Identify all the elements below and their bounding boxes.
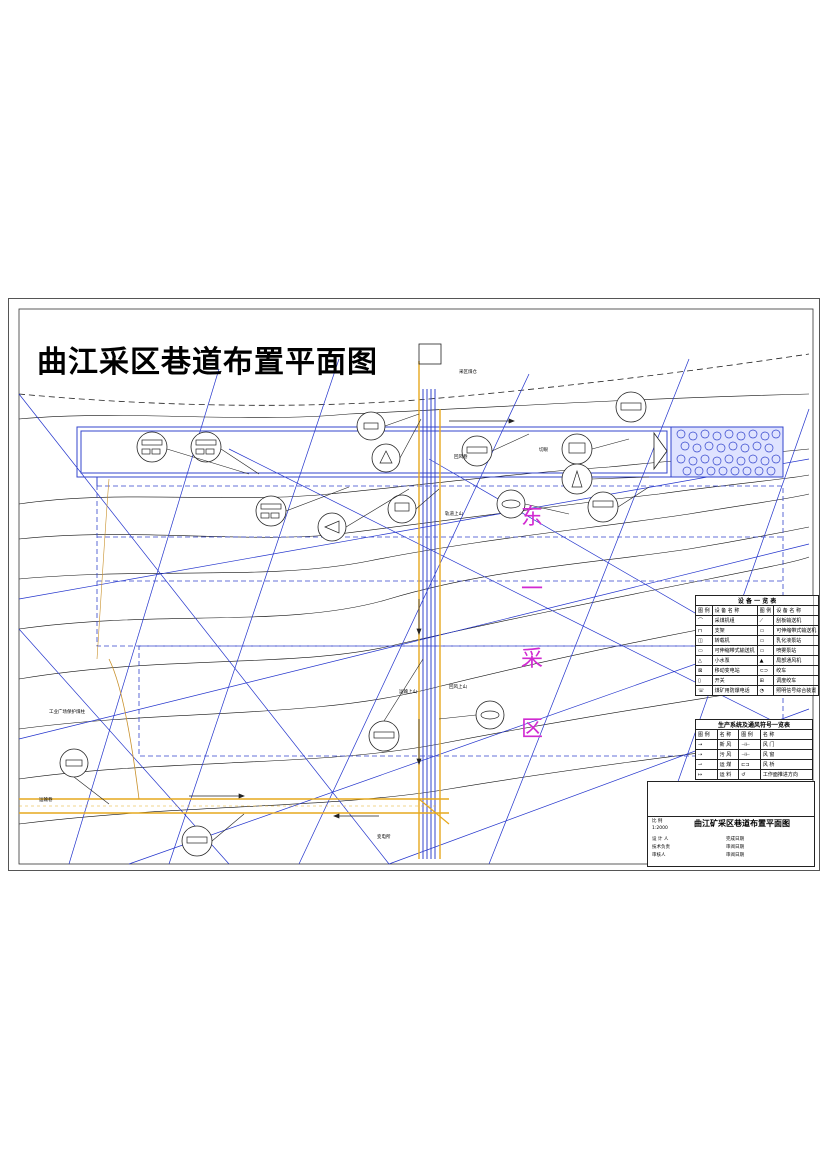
title-block-top <box>648 782 814 817</box>
title-block-review: 审核人 <box>652 853 666 858</box>
legend-header: 名 称 <box>759 729 814 740</box>
zone-label-char-1: 东 <box>521 505 544 530</box>
ventilation-legend: 生产系统及通风符号一览表 图 例 名 称 图 例 名 称 →新 风⊣⊢风 门 ⇢… <box>695 719 814 780</box>
legend-symbol: ▭ <box>756 625 775 636</box>
zone-label-char-2: 一 <box>521 577 544 602</box>
legend-name: 刮板输送机 <box>773 615 820 626</box>
title-block-tech: 技术负责 <box>652 845 670 850</box>
map-label-substation: 变电所 <box>377 835 391 840</box>
legend-symbol: ⊣⊢ <box>738 739 761 750</box>
drawing-sheet: 曲江采区巷道布置平面图 东 一 采 区 工业广场保护煤柱 采区煤仓 回风上山 运… <box>8 298 820 871</box>
legend-name: 风 桥 <box>759 759 814 770</box>
title-block-date-1: 完成日期 <box>726 837 744 842</box>
equipment-legend-title: 设 备 一 览 表 <box>694 595 820 606</box>
callout-leaders <box>73 413 650 842</box>
legend-name: 调度绞车 <box>773 675 820 686</box>
legend-symbol: ◔ <box>756 685 775 696</box>
legend-symbol: ▲ <box>756 655 775 666</box>
legend-name: 采煤机组 <box>711 615 758 626</box>
face-triangle <box>653 431 668 471</box>
map-label-coal-pillar: 工业广场保护煤柱 <box>49 710 85 715</box>
legend-header: 图 例 <box>756 605 775 616</box>
haulage-roadway <box>19 478 450 825</box>
title-block-designer: 设 计 人 <box>652 837 669 842</box>
legend-symbol: ▯ <box>695 675 713 686</box>
ventilation-legend-title: 生产系统及通风符号一览表 <box>695 719 813 730</box>
map-label-track-uphill: 轨道上山 <box>445 512 463 517</box>
legend-name: 风 窗 <box>759 749 814 760</box>
map-label-open-off: 切眼 <box>539 448 548 453</box>
legend-name: 可伸缩带式输送机 <box>711 645 758 656</box>
legend-symbol: △ <box>695 655 713 666</box>
legend-symbol: ↦ <box>695 769 718 780</box>
legend-symbol: ⇢ <box>695 749 718 760</box>
legend-name: 开关 <box>711 675 758 686</box>
legend-symbol: ◫ <box>695 635 713 646</box>
legend-header: 设 备 名 称 <box>773 605 820 616</box>
legend-symbol: ⌒ <box>695 615 713 626</box>
drawing-title: 曲江采区巷道布置平面图 <box>37 345 378 380</box>
legend-symbol: ▭ <box>756 635 775 646</box>
legend-symbol: ▭ <box>756 645 775 656</box>
equipment-callouts <box>59 391 647 857</box>
boundary-dashed-line <box>18 353 810 406</box>
legend-name: 局部通风机 <box>773 655 820 666</box>
title-block-date-2: 审阅日期 <box>726 845 744 850</box>
zone-label-char-4: 区 <box>521 717 544 742</box>
legend-name: 小水泵 <box>711 655 758 666</box>
legend-symbol: ▭ <box>695 645 713 656</box>
legend-name: 移动变电站 <box>711 665 758 676</box>
legend-name: 工作面推进方向 <box>759 769 814 780</box>
equipment-glyphs <box>65 402 642 844</box>
legend-symbol: ⊓ <box>695 625 713 636</box>
title-block: 曲江矿采区巷道布置平面图 比 例 1:2000 设 计 人 技术负责 审核人 完… <box>647 781 815 867</box>
flow-arrows <box>189 418 515 819</box>
legend-symbol: ☏ <box>695 685 713 696</box>
legend-symbol: ⟋ <box>756 615 775 626</box>
legend-name: 照明信号综合装置 <box>773 685 820 696</box>
legend-symbol: ⊠ <box>695 665 713 676</box>
legend-symbol: ⊣⊢ <box>738 749 761 760</box>
map-label-bunker: 采区煤仓 <box>459 370 477 375</box>
map-label-haulage-way: 运输巷 <box>39 798 53 803</box>
legend-name: 煤矿用防爆电话 <box>711 685 758 696</box>
map-label-return-way: 回风巷 <box>454 455 468 460</box>
title-block-scale: 1:2000 <box>652 826 668 831</box>
legend-symbol: ⊞ <box>756 675 775 686</box>
legend-name: 运 料 <box>716 769 740 780</box>
legend-name: 乳化液泵站 <box>773 635 820 646</box>
main-uphills <box>418 343 442 859</box>
legend-name: 绞车 <box>773 665 820 676</box>
legend-name: 运 煤 <box>716 759 740 770</box>
goaf-area <box>670 426 784 478</box>
legend-name: 转载机 <box>711 635 758 646</box>
legend-header: 图 例 <box>738 729 761 740</box>
legend-name: 可伸缩带式输送机 <box>773 625 820 636</box>
legend-name: 喷雾泵站 <box>773 645 820 656</box>
legend-name: 风 门 <box>759 739 814 750</box>
legend-name: 新 风 <box>716 739 740 750</box>
legend-name: 污 风 <box>716 749 740 760</box>
zone-label-char-3: 采 <box>521 647 544 672</box>
roadway-map <box>18 308 814 865</box>
legend-symbol: ⊏⊐ <box>738 759 761 770</box>
legend-symbol: → <box>695 739 718 750</box>
legend-symbol: ⇀ <box>695 759 718 770</box>
legend-name: 支架 <box>711 625 758 636</box>
inner-frame <box>18 308 814 865</box>
title-block-date-3: 审阅日期 <box>726 853 744 858</box>
equipment-legend: 设 备 一 览 表 图 例 设 备 名 称 图 例 设 备 名 称 ⌒采煤机组⟋… <box>694 595 820 696</box>
map-label-haulage-uphill: 运输上山 <box>399 690 417 695</box>
map-label-return-uphill: 回风上山 <box>449 685 467 690</box>
title-block-scale-label: 比 例 <box>652 819 663 824</box>
legend-header: 设 备 名 称 <box>711 605 758 616</box>
legend-header: 名 称 <box>716 729 740 740</box>
legend-header: 图 例 <box>695 729 718 740</box>
legend-header: 图 例 <box>695 605 713 616</box>
legend-symbol: ↺ <box>738 769 761 780</box>
legend-symbol: ⊂⊃ <box>756 665 775 676</box>
title-block-name: 曲江矿采区巷道布置平面图 <box>694 819 790 828</box>
